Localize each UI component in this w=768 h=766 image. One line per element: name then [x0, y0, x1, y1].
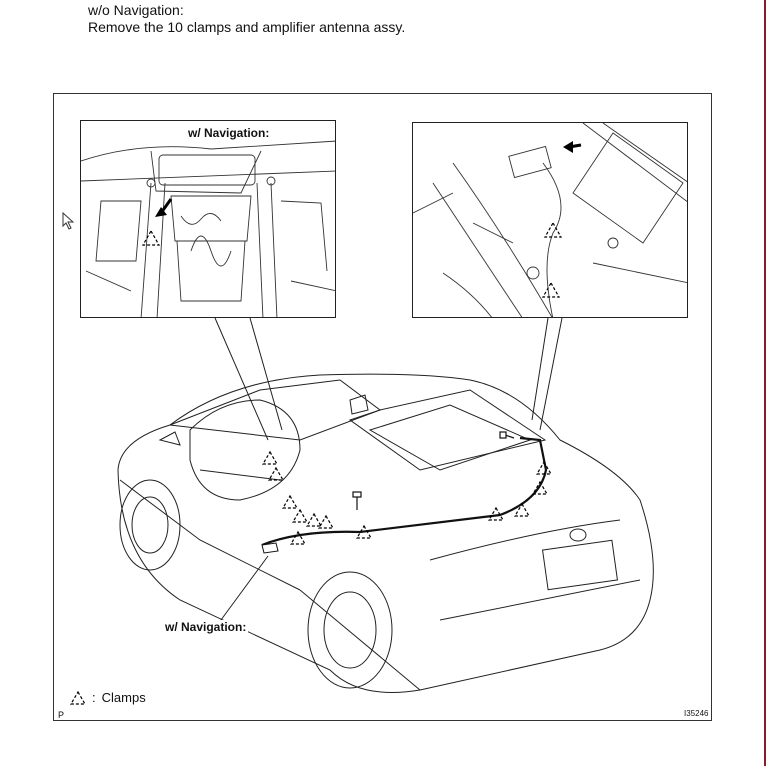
figure-frame: [53, 93, 712, 721]
clamps-legend: : Clamps: [70, 690, 146, 705]
legend-separator: :: [92, 690, 96, 705]
mouse-cursor-icon: [62, 211, 75, 235]
inset-amplifier: [412, 122, 688, 318]
page-mark: P: [58, 710, 65, 720]
condition-heading: w/o Navigation:: [88, 2, 184, 18]
figure-id: I35246: [684, 709, 709, 718]
amplifier-drawing: [413, 123, 687, 317]
inset-dashboard: [80, 120, 336, 318]
page-border: [764, 0, 766, 766]
dashboard-drawing: [81, 140, 335, 317]
clamp-icon: [70, 690, 86, 705]
instruction-text: Remove the 10 clamps and amplifier anten…: [88, 19, 406, 35]
callout-navigation-car: w/ Navigation:: [163, 620, 249, 634]
callout-navigation-inset: w/ Navigation:: [186, 126, 272, 140]
legend-label: Clamps: [101, 690, 146, 705]
